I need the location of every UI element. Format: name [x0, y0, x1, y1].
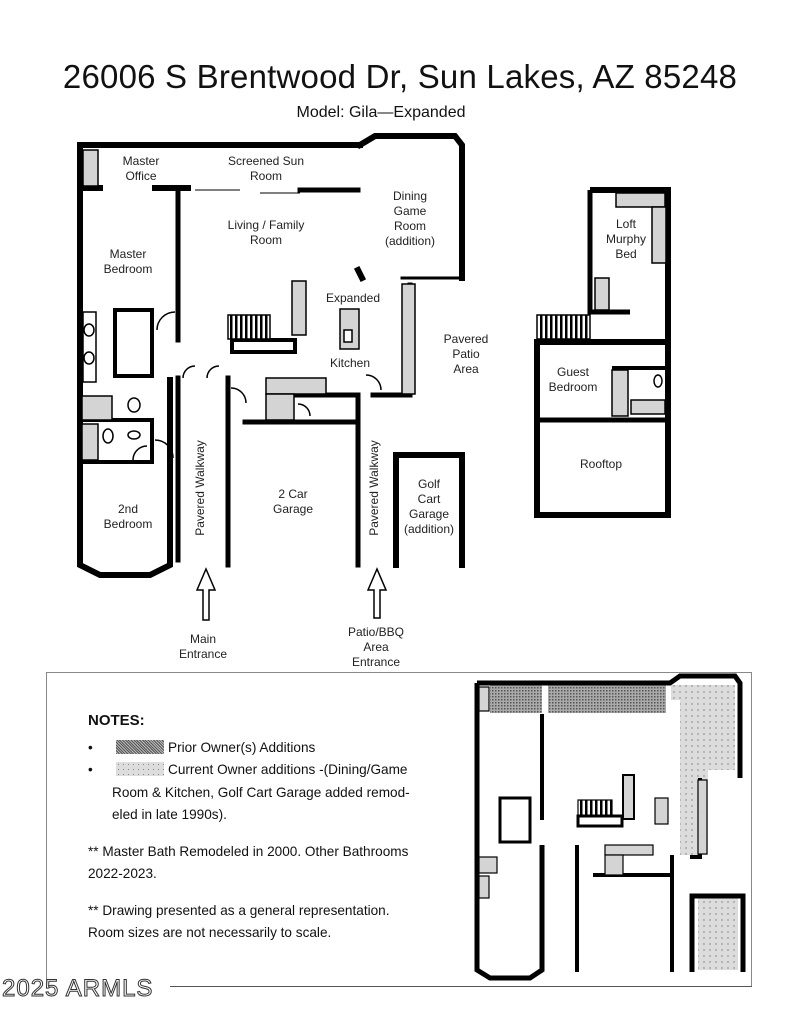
divider: [170, 986, 752, 987]
label-living: Living / Family: [228, 218, 305, 232]
svg-text:Game: Game: [394, 204, 427, 218]
svg-text:Entrance: Entrance: [352, 655, 400, 669]
notes-heading: NOTES:: [88, 712, 145, 729]
label-kitchen-top: Expanded: [326, 291, 380, 305]
label-walkway-1: Pavered Walkway: [193, 440, 207, 536]
watermark: 2025 ARMLS: [1, 975, 154, 1003]
mini-plan: [474, 673, 746, 981]
svg-text:Cart: Cart: [418, 492, 441, 506]
svg-text:Bed: Bed: [615, 247, 636, 261]
label-garage: 2 Car: [278, 487, 307, 501]
label-master-office: Master: [123, 154, 160, 168]
svg-text:Area: Area: [363, 640, 389, 654]
current-addition-swatch-icon: [116, 762, 164, 776]
notes: NOTES: • Prior Owner(s) Additions • Curr…: [88, 710, 428, 945]
bullet-icon: •: [88, 762, 93, 777]
prior-addition-swatch-icon: [116, 739, 164, 754]
main-entrance-arrow: [195, 567, 217, 621]
label-golf-cart: Golf: [418, 477, 441, 491]
legend-prior: • Prior Owner(s) Additions: [88, 737, 428, 760]
label-rooftop: Rooftop: [580, 457, 622, 471]
svg-text:Garage: Garage: [273, 502, 313, 516]
svg-text:Area: Area: [453, 362, 479, 376]
label-master-bedroom: Master: [110, 247, 147, 261]
fixtures: [81, 149, 416, 461]
svg-text:Office: Office: [125, 169, 156, 183]
svg-text:(addition): (addition): [385, 234, 435, 248]
patio-entrance-arrow: [366, 567, 388, 619]
svg-text:(addition): (addition): [404, 522, 454, 536]
svg-text:Room: Room: [250, 233, 282, 247]
label-sun-room: Screened Sun: [228, 154, 304, 168]
main-floor: [77, 133, 465, 578]
note-scale: ** Drawing presented as a general repres…: [88, 902, 390, 941]
label-loft: Loft: [616, 217, 637, 231]
svg-text:Murphy: Murphy: [606, 232, 646, 246]
svg-text:Room: Room: [250, 169, 282, 183]
svg-text:Room: Room: [394, 219, 426, 233]
page-title: 26006 S Brentwood Dr, Sun Lakes, AZ 8524…: [62, 58, 738, 95]
bullet-icon: •: [88, 739, 93, 755]
label-dining: Dining: [393, 189, 427, 203]
svg-text:Bedroom: Bedroom: [549, 380, 598, 394]
label-walkway-2: Pavered Walkway: [367, 440, 381, 536]
svg-text:Entrance: Entrance: [179, 647, 227, 661]
label-patio-entrance: Patio/BBQ: [348, 625, 404, 639]
label-kitchen: Kitchen: [330, 356, 370, 370]
legend-current: • Current Owner additions -(Dining/Game …: [88, 759, 428, 827]
label-main-entrance: Main: [190, 632, 216, 646]
svg-text:Bedroom: Bedroom: [104, 517, 153, 531]
label-second-bedroom: 2nd: [118, 502, 138, 516]
svg-text:Bedroom: Bedroom: [104, 262, 153, 276]
room-labels: Master Office Screened Sun Room Dining G…: [104, 154, 646, 669]
svg-text:Garage: Garage: [409, 507, 449, 521]
svg-text:Patio: Patio: [452, 347, 480, 361]
label-guest-bedroom: Guest: [557, 365, 590, 379]
upper-floor: [534, 187, 671, 518]
note-bath: ** Master Bath Remodeled in 2000. Other …: [88, 843, 409, 882]
model-subtitle: Model: Gila—Expanded: [296, 104, 466, 121]
notes-panel: [46, 672, 752, 987]
label-patio: Pavered: [444, 332, 489, 346]
